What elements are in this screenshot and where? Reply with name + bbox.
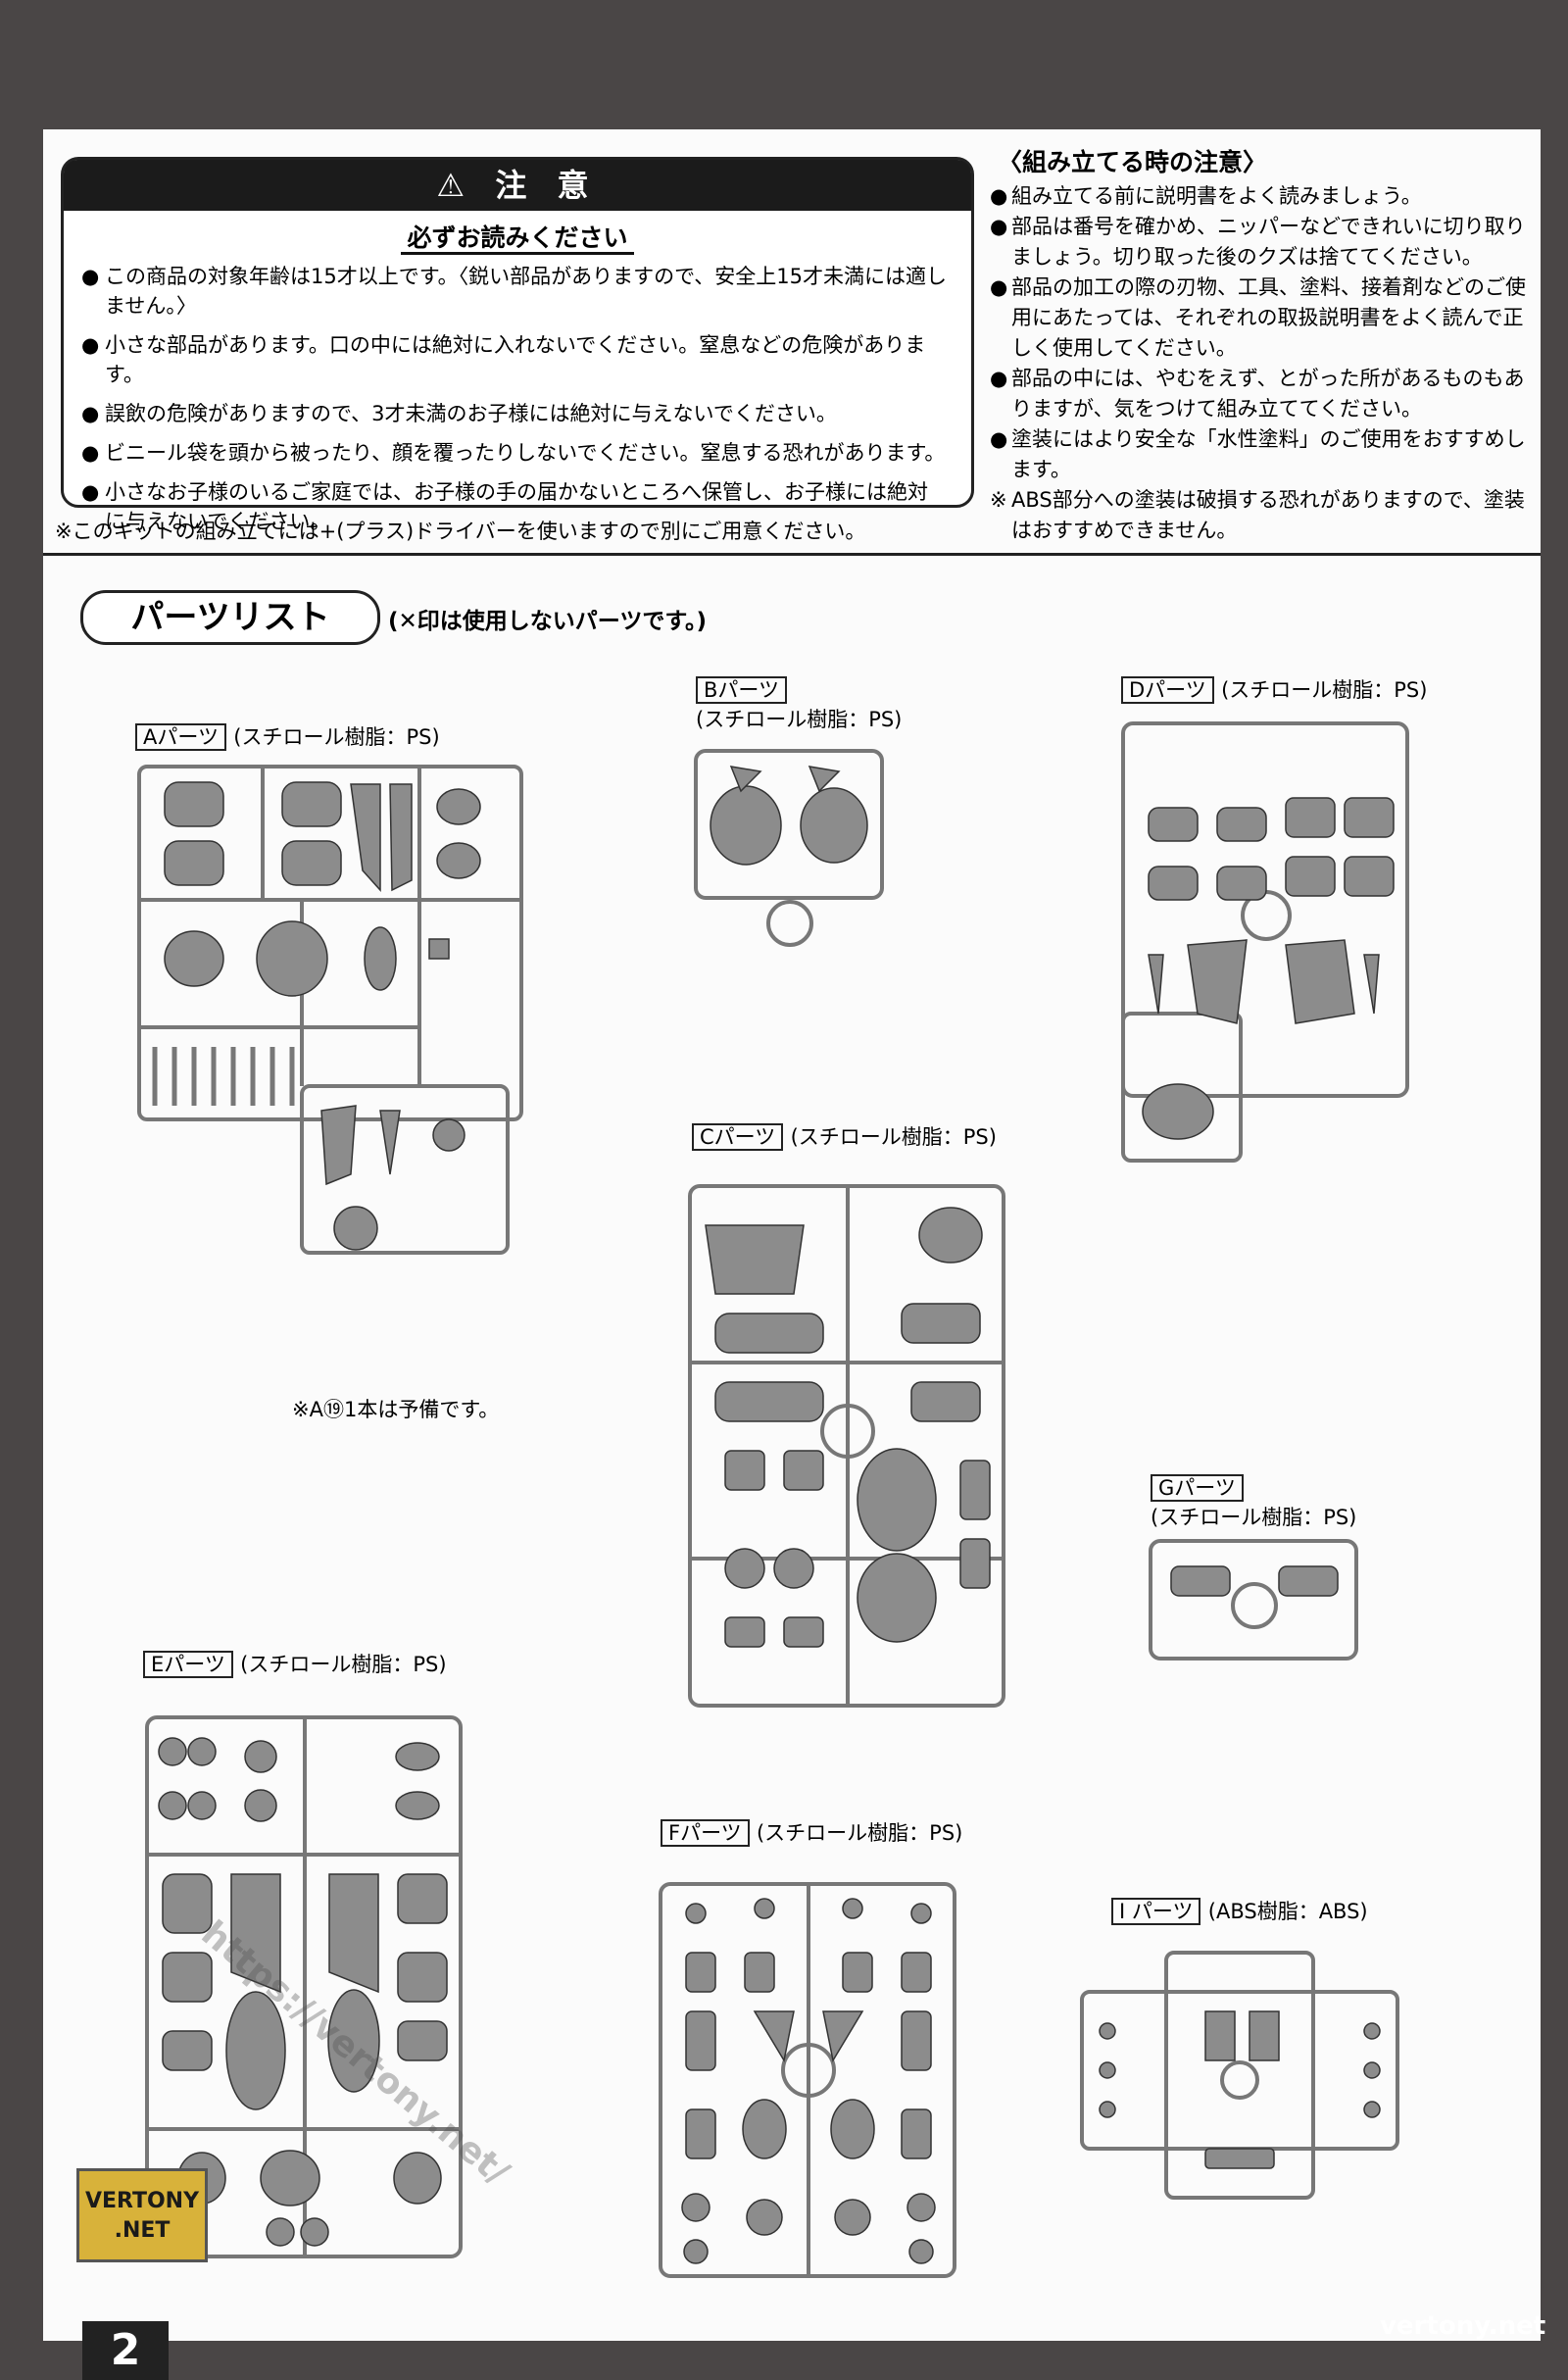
- caution-subtitle: 必ずお読みください: [64, 219, 971, 255]
- runner-c: [686, 1166, 1009, 1715]
- assembly-item: 部品の中には、やむをえず、とがった所があるものもありますが、気をつけて組み立てて…: [990, 364, 1539, 424]
- assembly-item: 塗装にはより安全な「水性塗料」のご使用をおすすめします。: [990, 424, 1539, 485]
- section-divider: [43, 553, 1541, 556]
- assembly-item: 組み立てる前に説明書をよく読みましょう。: [990, 181, 1539, 212]
- runner-d-label: Dパーツ (スチロール樹脂：PS): [1121, 674, 1427, 704]
- caution-list: この商品の対象年齢は15才以上です。〈鋭い部品がありますので、安全上15才未満に…: [81, 262, 948, 546]
- caution-box: ⚠ 注 意 必ずお読みください この商品の対象年齢は15才以上です。〈鋭い部品が…: [61, 157, 974, 533]
- assembly-item: 部品の加工の際の刃物、工具、塗料、接着剤などのご使用にあたっては、それぞれの取扱…: [990, 273, 1539, 364]
- parts-list-title: パーツリスト: [80, 590, 380, 645]
- assembly-item: 部品は番号を確かめ、ニッパーなどできれいに切り取りましょう。切り取った後のクズは…: [990, 212, 1539, 273]
- runner-a: [135, 763, 537, 1272]
- assembly-item: ABS部分への塗装は破損する恐れがありますので、塗装はおすすめできません。: [990, 485, 1539, 546]
- runner-c-label: Cパーツ (スチロール樹脂：PS): [692, 1121, 997, 1151]
- page-number: 2: [82, 2321, 169, 2380]
- runner-e-label: Eパーツ (スチロール樹脂：PS): [143, 1649, 447, 1678]
- runner-g: [1147, 1537, 1362, 1664]
- caution-item: 小さなお子様のいるご家庭では、お子様の手の届かないところへ保管し、お子様には絶対…: [81, 477, 948, 536]
- vertony-logo: VERTONY.NET: [76, 2168, 208, 2262]
- spare-part-note: ※A⑲1本は予備です。: [292, 1398, 500, 1421]
- scan-top-border: [0, 0, 1568, 129]
- manual-page: ⚠ 注 意 必ずお読みください この商品の対象年齢は15才以上です。〈鋭い部品が…: [43, 129, 1541, 2380]
- caution-item: 誤飲の危険がありますので、3才未満のお子様には絶対に与えないでください。: [81, 399, 948, 428]
- runner-g-label: Gパーツ(スチロール樹脂：PS): [1151, 1474, 1357, 1529]
- caution-item: 小さな部品があります。口の中には絶対に入れないでください。窒息などの危険がありま…: [81, 330, 948, 389]
- parts-list-note: (✕印は使用しないパーツです。): [388, 609, 708, 634]
- runner-d: [1119, 719, 1413, 1170]
- runner-f: [657, 1864, 960, 2286]
- runner-e: [143, 1698, 466, 2266]
- runner-i-label: I パーツ (ABS樹脂：ABS): [1111, 1896, 1368, 1925]
- caution-title: ⚠ 注 意: [64, 160, 971, 211]
- assembly-title: 〈組み立てる時の注意〉: [998, 148, 1268, 176]
- caution-item: ビニール袋を頭から被ったり、顔を覆ったりしないでください。窒息する恐れがあります…: [81, 438, 948, 468]
- assembly-notes: 〈組み立てる時の注意〉 組み立てる前に説明書をよく読みましょう。 部品は番号を確…: [990, 147, 1539, 546]
- screwdriver-note: ※このキットの組み立てには+(プラス)ドライバーを使いますので別にご用意ください…: [55, 520, 866, 543]
- runner-f-label: Fパーツ (スチロール樹脂：PS): [661, 1817, 962, 1847]
- caution-item: この商品の対象年齢は15才以上です。〈鋭い部品がありますので、安全上15才未満に…: [81, 262, 948, 321]
- runner-a-label: Aパーツ (スチロール樹脂：PS): [135, 721, 440, 751]
- runner-b: [692, 747, 888, 953]
- site-watermark: vertony.net: [1380, 2311, 1546, 2341]
- runner-b-label: Bパーツ(スチロール樹脂：PS): [696, 676, 903, 731]
- runner-i: [1078, 1933, 1401, 2207]
